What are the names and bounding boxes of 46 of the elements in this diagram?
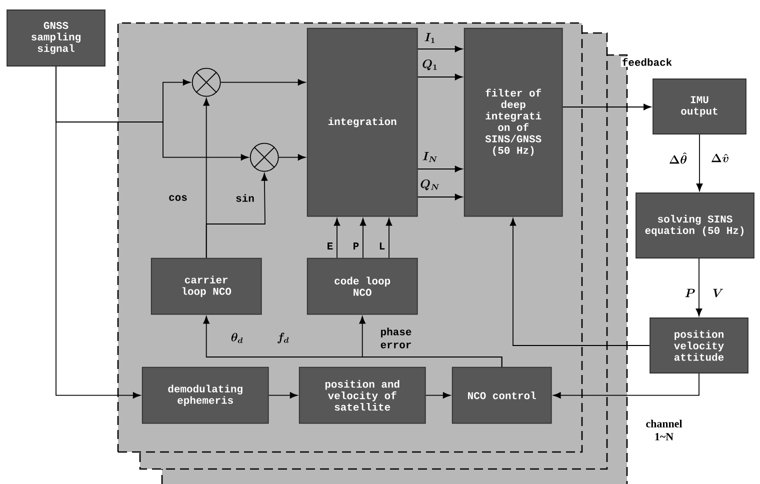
edge-label: sin [234,193,256,203]
edge-label: cos [168,194,188,202]
process-box: NCO control [452,366,552,424]
arrow [206,173,268,258]
arrow [360,218,366,258]
arrow [696,134,703,192]
arrow [417,46,463,52]
arrow [553,373,700,398]
mixer-circle [192,68,221,97]
process-box: demodulating ephemeris [142,366,269,424]
formula-label: $\Delta\hat{v}$ [710,152,730,164]
formula-label: $\boldsymbol{V}$ [711,288,725,298]
arrow [510,218,650,346]
edge-label: $Q_N$ [419,178,441,192]
mixer-circle [250,142,279,172]
process-box: code loop NCO [306,258,418,315]
arrow [334,218,340,258]
process-box: position and velocity of satellite [298,366,426,424]
edge-label: $\Delta\hat{\theta}$ [668,151,688,165]
edge-label: $I_1$ [423,32,437,44]
edge-label: $\boldsymbol{P}$ [684,288,696,298]
arrow [386,218,392,258]
process-box: carrier loop NCO [150,258,262,315]
edge-label: $I_N$ [421,151,439,163]
process-box: solving SINS equation (50 Hz) [636,192,754,258]
edge-label: phase error [375,326,417,350]
note-text: channel 1~N [640,418,688,442]
arrow [417,74,463,80]
arrow [696,258,702,316]
process-box: IMU output [652,78,746,134]
arrow [417,166,463,172]
arrow [562,104,652,110]
note-text: feedback [620,57,674,67]
process-box: GNSS sampling signal [6,10,106,66]
formula-label: $f_d$ [276,332,290,344]
arrow [359,316,502,368]
arrow [268,392,298,398]
arrow [417,194,463,200]
arrow [220,79,306,86]
edge-label: $Q_1$ [421,58,439,72]
arrow [278,154,306,160]
process-box: filter of deep integrati on of SINS/GNSS (50 Hz) [464,28,563,217]
process-box: position velocity attitude [650,318,748,374]
arrow [56,66,141,398]
arrow [425,392,451,398]
process-box: integration [306,28,418,217]
